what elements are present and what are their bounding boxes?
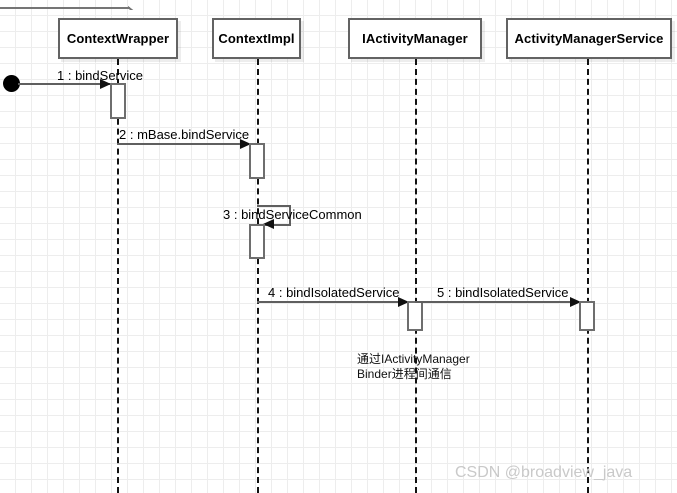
activation-contextwrapper-1 <box>110 83 126 119</box>
participant-activitymanagerservice[interactable]: ActivityManagerService <box>506 18 672 59</box>
message-1-line <box>18 83 110 85</box>
activation-contextimpl-1 <box>249 143 265 179</box>
message-3-line-top <box>257 205 291 207</box>
message-4-line <box>257 301 408 303</box>
message-2-arrowhead-icon <box>240 139 251 149</box>
participant-contextimpl[interactable]: ContextImpl <box>212 18 301 59</box>
participant-label: ActivityManagerService <box>514 31 664 46</box>
participant-label: ContextWrapper <box>66 31 170 46</box>
actor-start-dot <box>3 75 20 92</box>
activation-activitymanagerservice-1 <box>579 301 595 331</box>
participant-contextwrapper[interactable]: ContextWrapper <box>58 18 178 59</box>
lifeline-contextwrapper <box>117 59 119 493</box>
message-3-line-right <box>289 205 291 224</box>
participant-iactivitymanager[interactable]: IActivityManager <box>348 18 482 59</box>
lifeline-iactivitymanager <box>415 59 417 493</box>
watermark-label: CSDN @broadview_java <box>455 464 633 481</box>
activation-contextimpl-2 <box>249 224 265 259</box>
participant-label: ContextImpl <box>218 31 295 46</box>
message-3-arrowhead-icon <box>263 219 274 229</box>
message-5-line <box>415 301 580 303</box>
participant-label: IActivityManager <box>362 31 468 46</box>
frame-label-corner-icon <box>128 0 138 10</box>
message-4-arrowhead-icon <box>398 297 409 307</box>
message-3-label: 3 : bindServiceCommon <box>223 207 362 222</box>
message-3-line-bottom <box>265 224 291 226</box>
message-5-label: 5 : bindIsolatedService <box>437 285 569 300</box>
message-4-label: 4 : bindIsolatedService <box>268 285 400 300</box>
message-1-label: 1 : bindService <box>57 68 143 83</box>
message-2-label: 2 : mBase.bindService <box>119 127 250 142</box>
lifeline-contextimpl <box>257 59 259 493</box>
annotation-binder-note: 通过IActivityManager Binder进程间通信 <box>357 352 470 381</box>
frame-label-box <box>0 0 130 9</box>
lifeline-activitymanagerservice <box>587 59 589 493</box>
activation-iactivitymanager-1 <box>407 301 423 331</box>
message-2-line <box>117 143 250 145</box>
message-5-arrowhead-icon <box>570 297 581 307</box>
message-1-arrowhead-icon <box>100 79 111 89</box>
